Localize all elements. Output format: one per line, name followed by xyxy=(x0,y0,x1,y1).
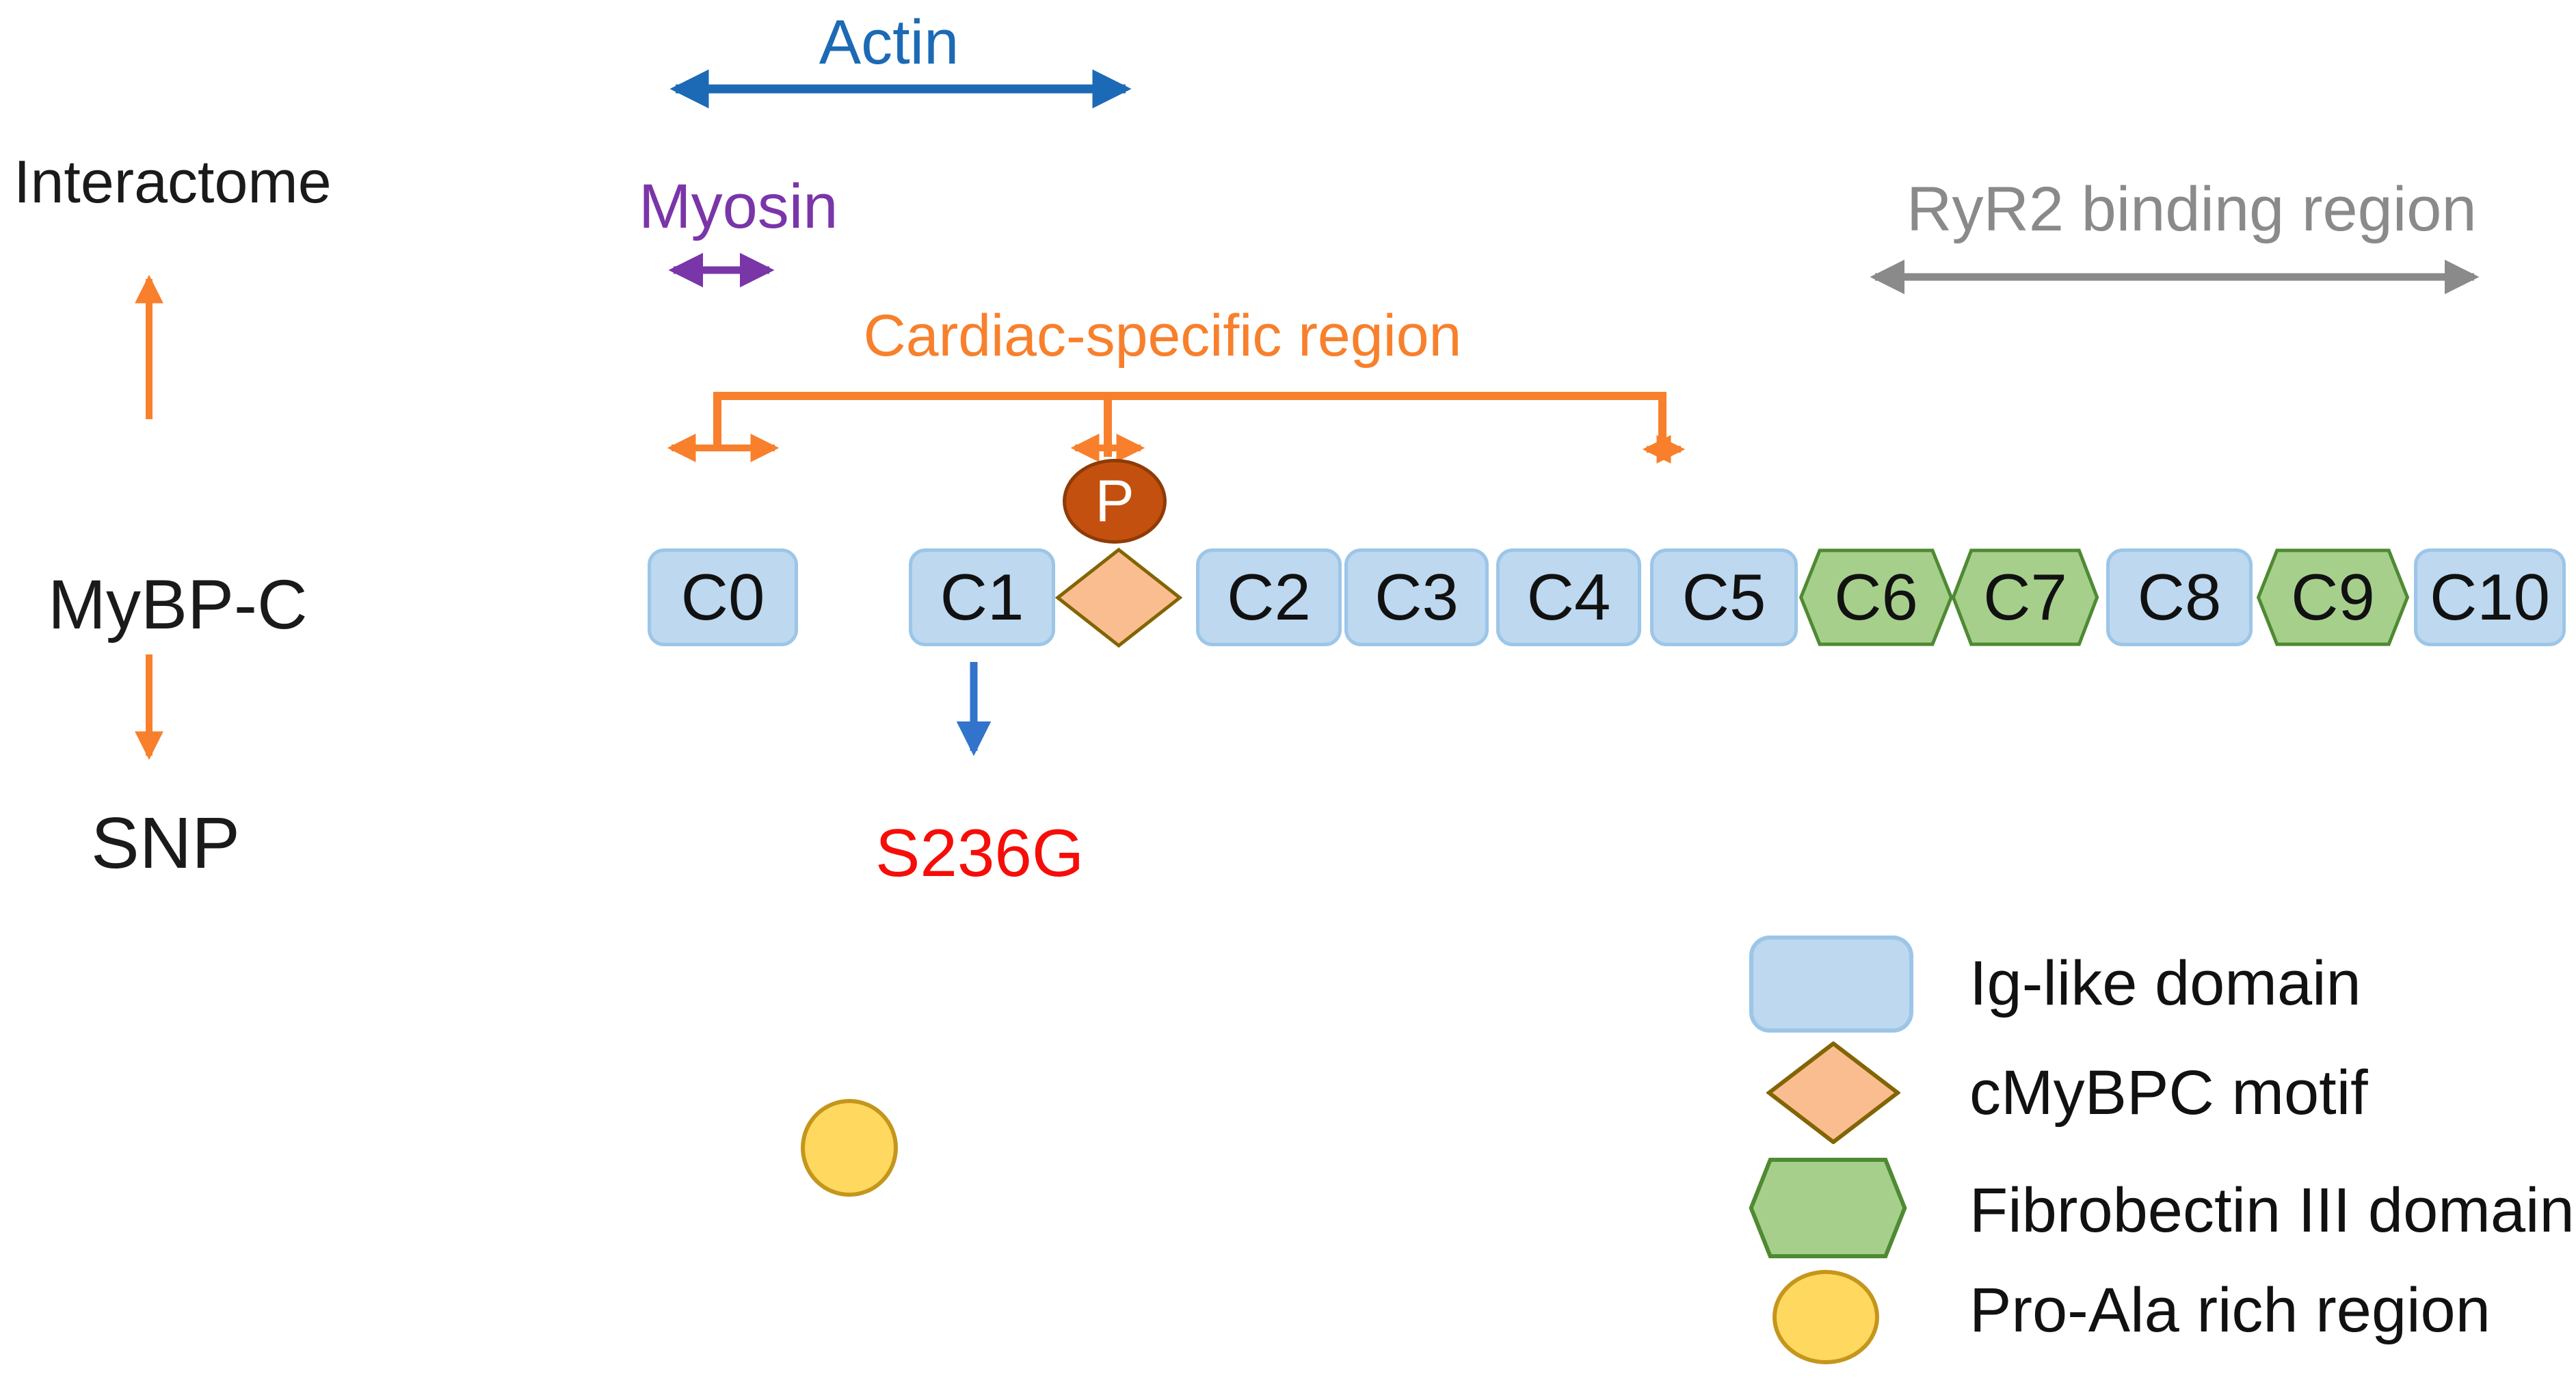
legend-cmybpc-motif-label: cMyBPC motif xyxy=(1969,1058,2368,1128)
domain-c7: C7 xyxy=(1950,548,2100,646)
domain-c6: C6 xyxy=(1798,548,1954,646)
domain-c7-label: C7 xyxy=(1983,560,2067,634)
domain-c8: C8 xyxy=(2106,548,2253,646)
domain-c5: C5 xyxy=(1650,548,1798,646)
mybpc-label: MyBP-C xyxy=(48,566,308,644)
domain-c5-label: C5 xyxy=(1682,560,1766,634)
domain-c9: C9 xyxy=(2255,548,2411,646)
legend-pro-ala-swatch xyxy=(1772,1270,1879,1364)
phosphorylation-letter: P xyxy=(1095,468,1134,534)
cardiac-region-bracket xyxy=(713,392,1667,457)
ryr2-binding-region-label: RyR2 binding region xyxy=(1907,174,2477,244)
cardiac-specific-region-label: Cardiac-specific region xyxy=(863,303,1462,369)
domain-c10-label: C10 xyxy=(2429,560,2551,634)
domain-c6-label: C6 xyxy=(1834,560,1918,634)
legend-ig-like-swatch xyxy=(1749,936,1913,1033)
interactome-label: Interactome xyxy=(14,148,332,215)
domain-c4-label: C4 xyxy=(1526,560,1611,634)
myosin-label: Myosin xyxy=(639,172,838,241)
domain-c1: C1 xyxy=(909,548,1055,646)
actin-label: Actin xyxy=(819,8,959,77)
legend-fibronectin-label: Fibrobectin III domain xyxy=(1969,1176,2575,1245)
protein-domain-row: C0 C1 C2 C3 C4 C5 C6 xyxy=(0,548,2576,1197)
cmybpc-motif-shape xyxy=(1055,548,1182,648)
domain-c3-label: C3 xyxy=(1375,560,1459,634)
domain-c2: C2 xyxy=(1196,548,1342,646)
domain-c9-label: C9 xyxy=(2291,560,2375,634)
domain-c4: C4 xyxy=(1496,548,1641,646)
domain-c3: C3 xyxy=(1344,548,1489,646)
domain-c8-label: C8 xyxy=(2137,560,2222,634)
domain-c0-label: C0 xyxy=(680,560,765,634)
pro-ala-rich-region-shape xyxy=(801,1099,898,1197)
snp-label: SNP xyxy=(91,803,240,884)
phosphorylation-site-badge: P xyxy=(1063,459,1167,544)
mutation-label: S236G xyxy=(875,815,1085,890)
legend-ig-like-label: Ig-like domain xyxy=(1969,948,2361,1018)
legend-pro-ala-label: Pro-Ala rich region xyxy=(1969,1275,2491,1345)
domain-c2-label: C2 xyxy=(1227,560,1311,634)
domain-c10: C10 xyxy=(2414,548,2566,646)
domain-c1-label: C1 xyxy=(940,560,1024,634)
domain-c0: C0 xyxy=(648,548,798,646)
